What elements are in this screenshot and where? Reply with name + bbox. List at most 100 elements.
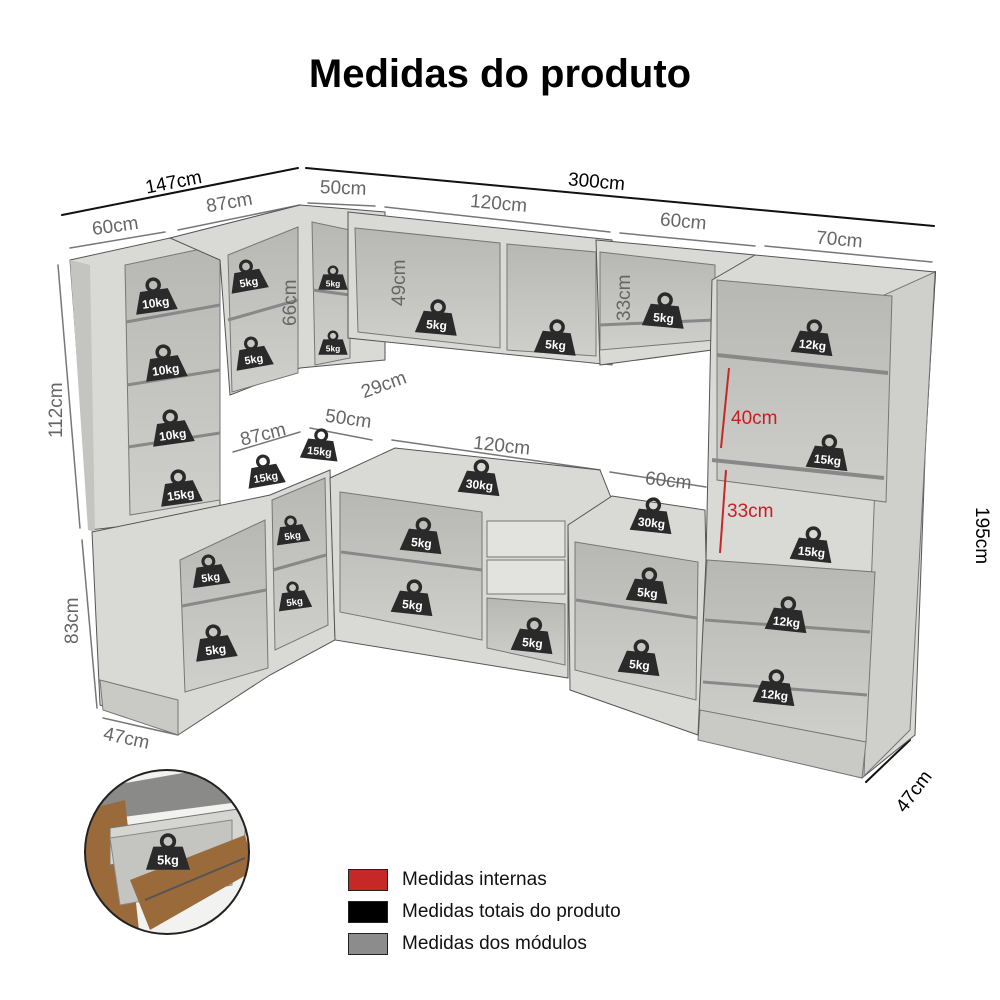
internal-measure-lines xyxy=(719,367,730,554)
weight-icon: 12kg xyxy=(750,667,800,708)
legend: Medidas internas Medidas totais do produ… xyxy=(348,864,621,960)
weight-label: 5kg xyxy=(545,337,567,353)
weight-label: 15kg xyxy=(813,452,842,469)
dim-module-120: 120cm xyxy=(469,191,528,217)
weight-icon: 5kg xyxy=(317,265,349,292)
weight-icon: 5kg xyxy=(388,577,438,618)
weight-label: 10kg xyxy=(151,361,180,379)
weight-label: 10kg xyxy=(158,426,187,444)
dim-module-60b: 60cm xyxy=(659,209,707,234)
weight-icon: 12kg xyxy=(788,317,838,358)
legend-swatch-gray xyxy=(348,933,388,955)
legend-swatch-red xyxy=(348,869,388,891)
weight-label: 5kg xyxy=(157,853,179,867)
weight-icon: 5kg xyxy=(640,290,689,331)
weight-icon: 30kg xyxy=(455,457,505,498)
weight-label: 5kg xyxy=(284,530,302,543)
weight-icon: 15kg xyxy=(787,524,837,565)
dim-internal-49: 49cm xyxy=(389,260,410,306)
legend-label: Medidas internas xyxy=(402,869,547,890)
weight-label: 5kg xyxy=(401,597,423,613)
weight-icon: 5kg xyxy=(224,256,271,296)
dim-module-47: 47cm xyxy=(102,724,152,754)
dim-internal-66: 66cm xyxy=(280,280,301,326)
legend-swatch-black xyxy=(348,901,388,923)
weight-label: 5kg xyxy=(286,596,304,609)
dim-internal-33a: 33cm xyxy=(614,275,635,321)
weight-label: 5kg xyxy=(653,310,675,326)
weight-markers: 10kg 10kg 10kg 15kg 5kg 5kg 5kg 5kg 5kg … xyxy=(129,256,853,708)
weight-label: 15kg xyxy=(307,445,333,460)
dim-module-120-mid: 120cm xyxy=(472,433,531,460)
dim-module-70: 70cm xyxy=(815,228,863,253)
weight-icon: 5kg xyxy=(623,565,673,606)
dim-module-50-mid: 50cm xyxy=(324,406,373,433)
weight-icon: 5kg xyxy=(317,330,349,357)
dim-internal-40: 40cm xyxy=(731,408,777,429)
dim-total-195: 195cm xyxy=(971,507,992,564)
dim-total-147: 147cm xyxy=(144,167,204,198)
drawer-inset: 5kg xyxy=(84,769,250,935)
weight-label: 10kg xyxy=(141,294,170,312)
lower-right-cabinet xyxy=(567,495,707,736)
weight-icon: 5kg xyxy=(189,621,240,664)
dim-total-depth-47: 47cm xyxy=(892,767,937,817)
weight-icon: 15kg xyxy=(298,426,343,464)
weight-label: 12kg xyxy=(772,614,801,631)
weight-label: 15kg xyxy=(166,486,195,504)
dim-total-300: 300cm xyxy=(567,169,626,195)
weight-label: 5kg xyxy=(410,535,432,551)
weight-icon: 15kg xyxy=(154,466,205,509)
legend-item-modules: Medidas dos módulos xyxy=(348,928,621,960)
weight-icon: 5kg xyxy=(144,833,192,872)
weight-label: 5kg xyxy=(201,571,221,585)
weight-icon: 5kg xyxy=(229,333,276,373)
weight-label: 12kg xyxy=(760,687,789,704)
dim-module-29: 29cm xyxy=(358,367,409,403)
dim-module-112: 112cm xyxy=(46,382,67,438)
legend-label: Medidas totais do produto xyxy=(402,901,621,922)
dim-module-60: 60cm xyxy=(91,213,140,240)
page-title: Medidas do produto xyxy=(308,52,692,96)
weight-label: 5kg xyxy=(239,275,259,290)
weight-icon: 10kg xyxy=(146,406,197,449)
dim-internal-33b: 33cm xyxy=(727,501,773,522)
weight-label: 5kg xyxy=(326,343,340,353)
weight-icon: 10kg xyxy=(129,274,180,317)
weight-label: 15kg xyxy=(797,544,826,561)
weight-icon: 5kg xyxy=(615,637,665,678)
weight-icon: 5kg xyxy=(508,615,558,656)
weight-icon: 5kg xyxy=(271,513,312,547)
weight-icon: 10kg xyxy=(139,341,190,384)
legend-label: Medidas dos módulos xyxy=(402,933,587,954)
upper-corner-cabinets xyxy=(168,204,386,396)
weight-icon: 15kg xyxy=(803,432,853,473)
weight-label: 5kg xyxy=(204,642,226,659)
weight-icon: 5kg xyxy=(273,579,314,613)
dim-module-87: 87cm xyxy=(205,189,254,218)
weight-icon: 12kg xyxy=(762,594,812,635)
legend-item-internal: Medidas internas xyxy=(348,864,621,896)
weight-icon: 5kg xyxy=(532,317,581,358)
weight-icon: 15kg xyxy=(241,451,288,491)
weight-label: 5kg xyxy=(326,278,340,288)
upper-middle-cabinet xyxy=(347,211,613,366)
weight-label: 5kg xyxy=(521,635,543,651)
weight-label: 12kg xyxy=(798,337,827,354)
dim-module-87-mid: 87cm xyxy=(238,419,288,451)
dim-module-60-mid: 60cm xyxy=(644,468,692,494)
weight-icon: 5kg xyxy=(187,551,233,590)
weight-label: 5kg xyxy=(628,657,650,673)
weight-label: 15kg xyxy=(253,470,279,486)
weight-icon: 5kg xyxy=(397,515,447,556)
legend-item-total: Medidas totais do produto xyxy=(348,896,621,928)
weight-icon: 30kg xyxy=(627,495,677,536)
weight-label: 30kg xyxy=(637,515,666,532)
weight-label: 5kg xyxy=(426,317,448,333)
dim-module-50: 50cm xyxy=(320,177,367,200)
weight-label: 30kg xyxy=(465,477,494,494)
tall-left-cabinet xyxy=(69,237,221,532)
dim-module-83: 83cm xyxy=(62,598,83,644)
lower-middle-cabinet xyxy=(329,447,613,679)
